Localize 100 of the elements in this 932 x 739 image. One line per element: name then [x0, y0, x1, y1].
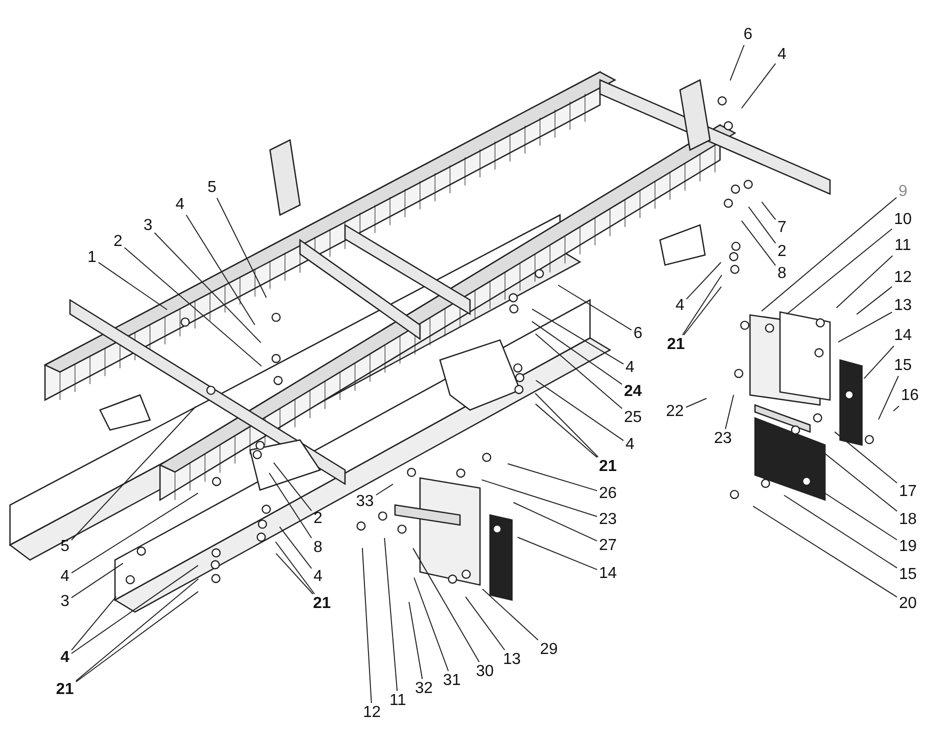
callout-number: 6 [744, 26, 752, 44]
leader-line [838, 312, 892, 343]
leader-line [517, 536, 598, 570]
callout-number: 19 [899, 538, 917, 556]
callout-number: 29 [540, 641, 558, 659]
leader-line [741, 63, 776, 109]
leader-line [856, 286, 892, 315]
leader-line [836, 255, 893, 308]
leader-line [730, 44, 745, 81]
leader-line [558, 284, 632, 331]
leader-line [362, 548, 372, 704]
callout-number: 7 [778, 219, 786, 237]
callout-number: 15 [899, 566, 917, 584]
callout-number: 15 [894, 357, 912, 375]
callout-number: 5 [60, 538, 70, 556]
callout-number: 4 [626, 359, 634, 377]
callout-number: 12 [894, 269, 912, 287]
callout-number: 8 [314, 539, 322, 557]
leader-line [724, 394, 734, 430]
leader-line [535, 403, 598, 458]
callout-number: 3 [60, 593, 70, 611]
leader-line [784, 494, 898, 568]
callout-number: 23 [714, 430, 732, 448]
callout-number: 21 [56, 681, 74, 699]
leader-line [761, 196, 897, 312]
leader-line [683, 286, 722, 336]
callout-number: 1 [88, 249, 96, 267]
callout-number: 27 [599, 537, 617, 555]
leader-line [482, 588, 539, 640]
leader-line [384, 537, 398, 692]
leader-line [71, 492, 198, 574]
callout-number: 11 [894, 237, 912, 255]
callout-number: 21 [313, 595, 331, 613]
leader-line [154, 232, 262, 344]
leader-line [761, 201, 776, 220]
leader-line [412, 548, 480, 662]
callout-number: 3 [144, 217, 152, 235]
callout-number: 2 [114, 233, 122, 251]
leader-line [748, 206, 776, 244]
leader-line [275, 541, 316, 594]
callout-number: 6 [634, 325, 642, 343]
callout-number: 21 [667, 336, 685, 354]
callout-number: 4 [60, 649, 70, 667]
leader-line [186, 214, 256, 326]
leader-line [216, 198, 267, 298]
leader-line [71, 562, 124, 598]
leader-line [686, 262, 722, 300]
leader-line [786, 228, 892, 315]
callout-number: 2 [778, 243, 786, 261]
callout-number: 33 [356, 493, 374, 511]
callout-number: 31 [443, 672, 461, 690]
callout-number: 4 [60, 568, 70, 586]
leader-line [864, 346, 894, 380]
callout-number: 24 [624, 383, 642, 401]
leader-line [465, 596, 506, 650]
leader-line [682, 274, 722, 336]
leader-line [534, 392, 599, 458]
callout-number: 23 [599, 511, 617, 529]
leader-line [71, 564, 199, 654]
callout-number: 22 [666, 403, 684, 421]
callout-number: 2 [314, 510, 322, 528]
leader-line [376, 484, 394, 496]
callout-number: 32 [415, 680, 433, 698]
callout-number: 4 [676, 297, 684, 315]
callout-number: 4 [176, 196, 184, 214]
callout-number: 11 [390, 692, 406, 710]
callout-number: 13 [894, 297, 912, 315]
callout-number: 16 [901, 387, 919, 405]
callout-number: 4 [626, 436, 634, 454]
callout-number: 26 [599, 485, 617, 503]
leader-line [98, 262, 168, 310]
callout-number: 18 [899, 511, 917, 529]
leader-line [408, 601, 423, 680]
leader-line [752, 506, 898, 598]
leader-line [531, 320, 622, 385]
callout-number: 9 [898, 183, 908, 201]
leader-line [71, 406, 196, 541]
leader-line [824, 492, 898, 540]
leader-line [124, 247, 262, 367]
leader-line [532, 308, 624, 365]
leader-line [834, 431, 898, 484]
leader-line [741, 220, 776, 266]
callout-number: 21 [599, 458, 617, 476]
leader-line [892, 405, 900, 412]
callout-number: 14 [894, 327, 912, 345]
callout-number: 14 [599, 565, 617, 583]
callout-number: 4 [778, 46, 786, 64]
leader-line [279, 526, 312, 569]
callout-number: 4 [314, 568, 322, 586]
leader-line [414, 577, 449, 672]
leader-line [481, 479, 598, 517]
callout-number: 5 [208, 179, 216, 197]
callout-number: 30 [476, 663, 494, 681]
callout-number: 13 [503, 651, 521, 669]
leader-line [273, 462, 312, 512]
callout-number: 8 [778, 265, 786, 283]
leader-line [71, 596, 117, 651]
callout-number: 25 [624, 409, 642, 427]
leader-line [878, 376, 899, 420]
callout-number: 10 [894, 211, 912, 229]
